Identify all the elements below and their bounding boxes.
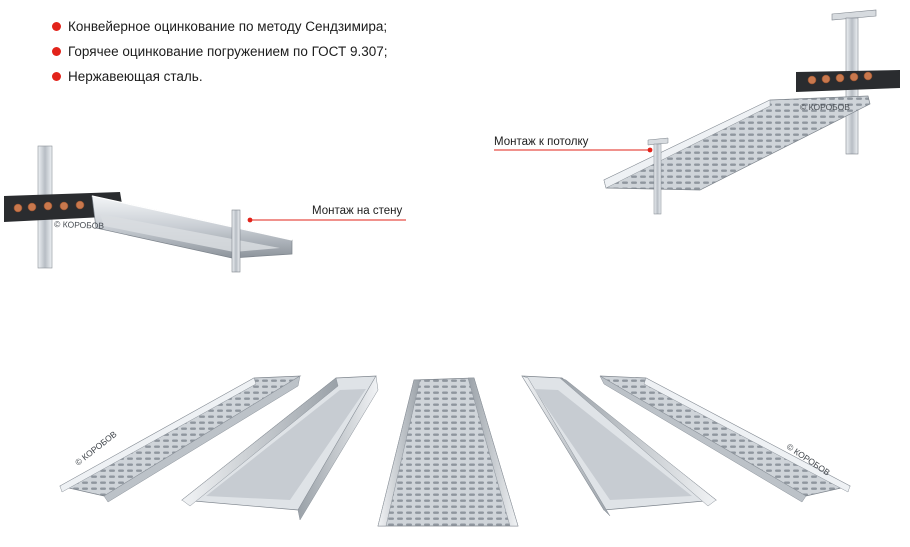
red-bullet-icon — [52, 47, 61, 56]
ceiling-cable-bundle — [796, 70, 900, 92]
tray-solid-right — [521, 375, 717, 517]
wall-mount-label: Монтаж на стену — [312, 205, 403, 217]
ceiling-hanger-rod — [653, 143, 662, 215]
feature-item-hot-dip: Горячее оцинкование погружением по ГОСТ … — [52, 39, 388, 64]
tray-perforated-right: © КОРОБОВ — [599, 375, 851, 503]
copper-cables — [13, 200, 85, 213]
red-bullet-icon — [52, 72, 61, 81]
wall-mount-assembly: © КОРОБОВ — [4, 145, 293, 273]
ceiling-mount-assembly: © КОРОБОВ — [603, 9, 900, 215]
tray-solid-left — [181, 375, 379, 521]
wall-tray-lip — [91, 195, 293, 241]
feature-text: Нержавеющая сталь. — [68, 69, 203, 84]
ceiling-tray-wall — [603, 99, 771, 189]
ceiling-callout-dot — [647, 147, 653, 153]
feature-text: Конвейерное оцинкование по методу Сендзи… — [68, 19, 388, 34]
watermark-wall: © КОРОБОВ — [54, 219, 105, 231]
ceiling-hanger-top — [647, 137, 669, 146]
watermark-ceiling: © КОРОБОВ — [800, 102, 850, 112]
ceiling-mount-label: Монтаж к потолку — [494, 136, 589, 148]
feature-list: Конвейерное оцинкование по методу Сендзи… — [52, 14, 388, 89]
feature-text: Горячее оцинкование погружением по ГОСТ … — [68, 44, 388, 59]
ceiling-copper-cables — [807, 71, 873, 85]
ceiling-plate — [831, 9, 877, 21]
tray-perforated-center — [377, 377, 519, 527]
wall-bracket-post — [231, 209, 241, 273]
wall-callout-dot — [247, 217, 253, 223]
feature-item-stainless: Нержавеющая сталь. — [52, 64, 388, 89]
feature-item-sendzimir: Конвейерное оцинкование по методу Сендзи… — [52, 14, 388, 39]
red-bullet-icon — [52, 22, 61, 31]
tray-perforated-left: © КОРОБОВ — [59, 375, 302, 503]
